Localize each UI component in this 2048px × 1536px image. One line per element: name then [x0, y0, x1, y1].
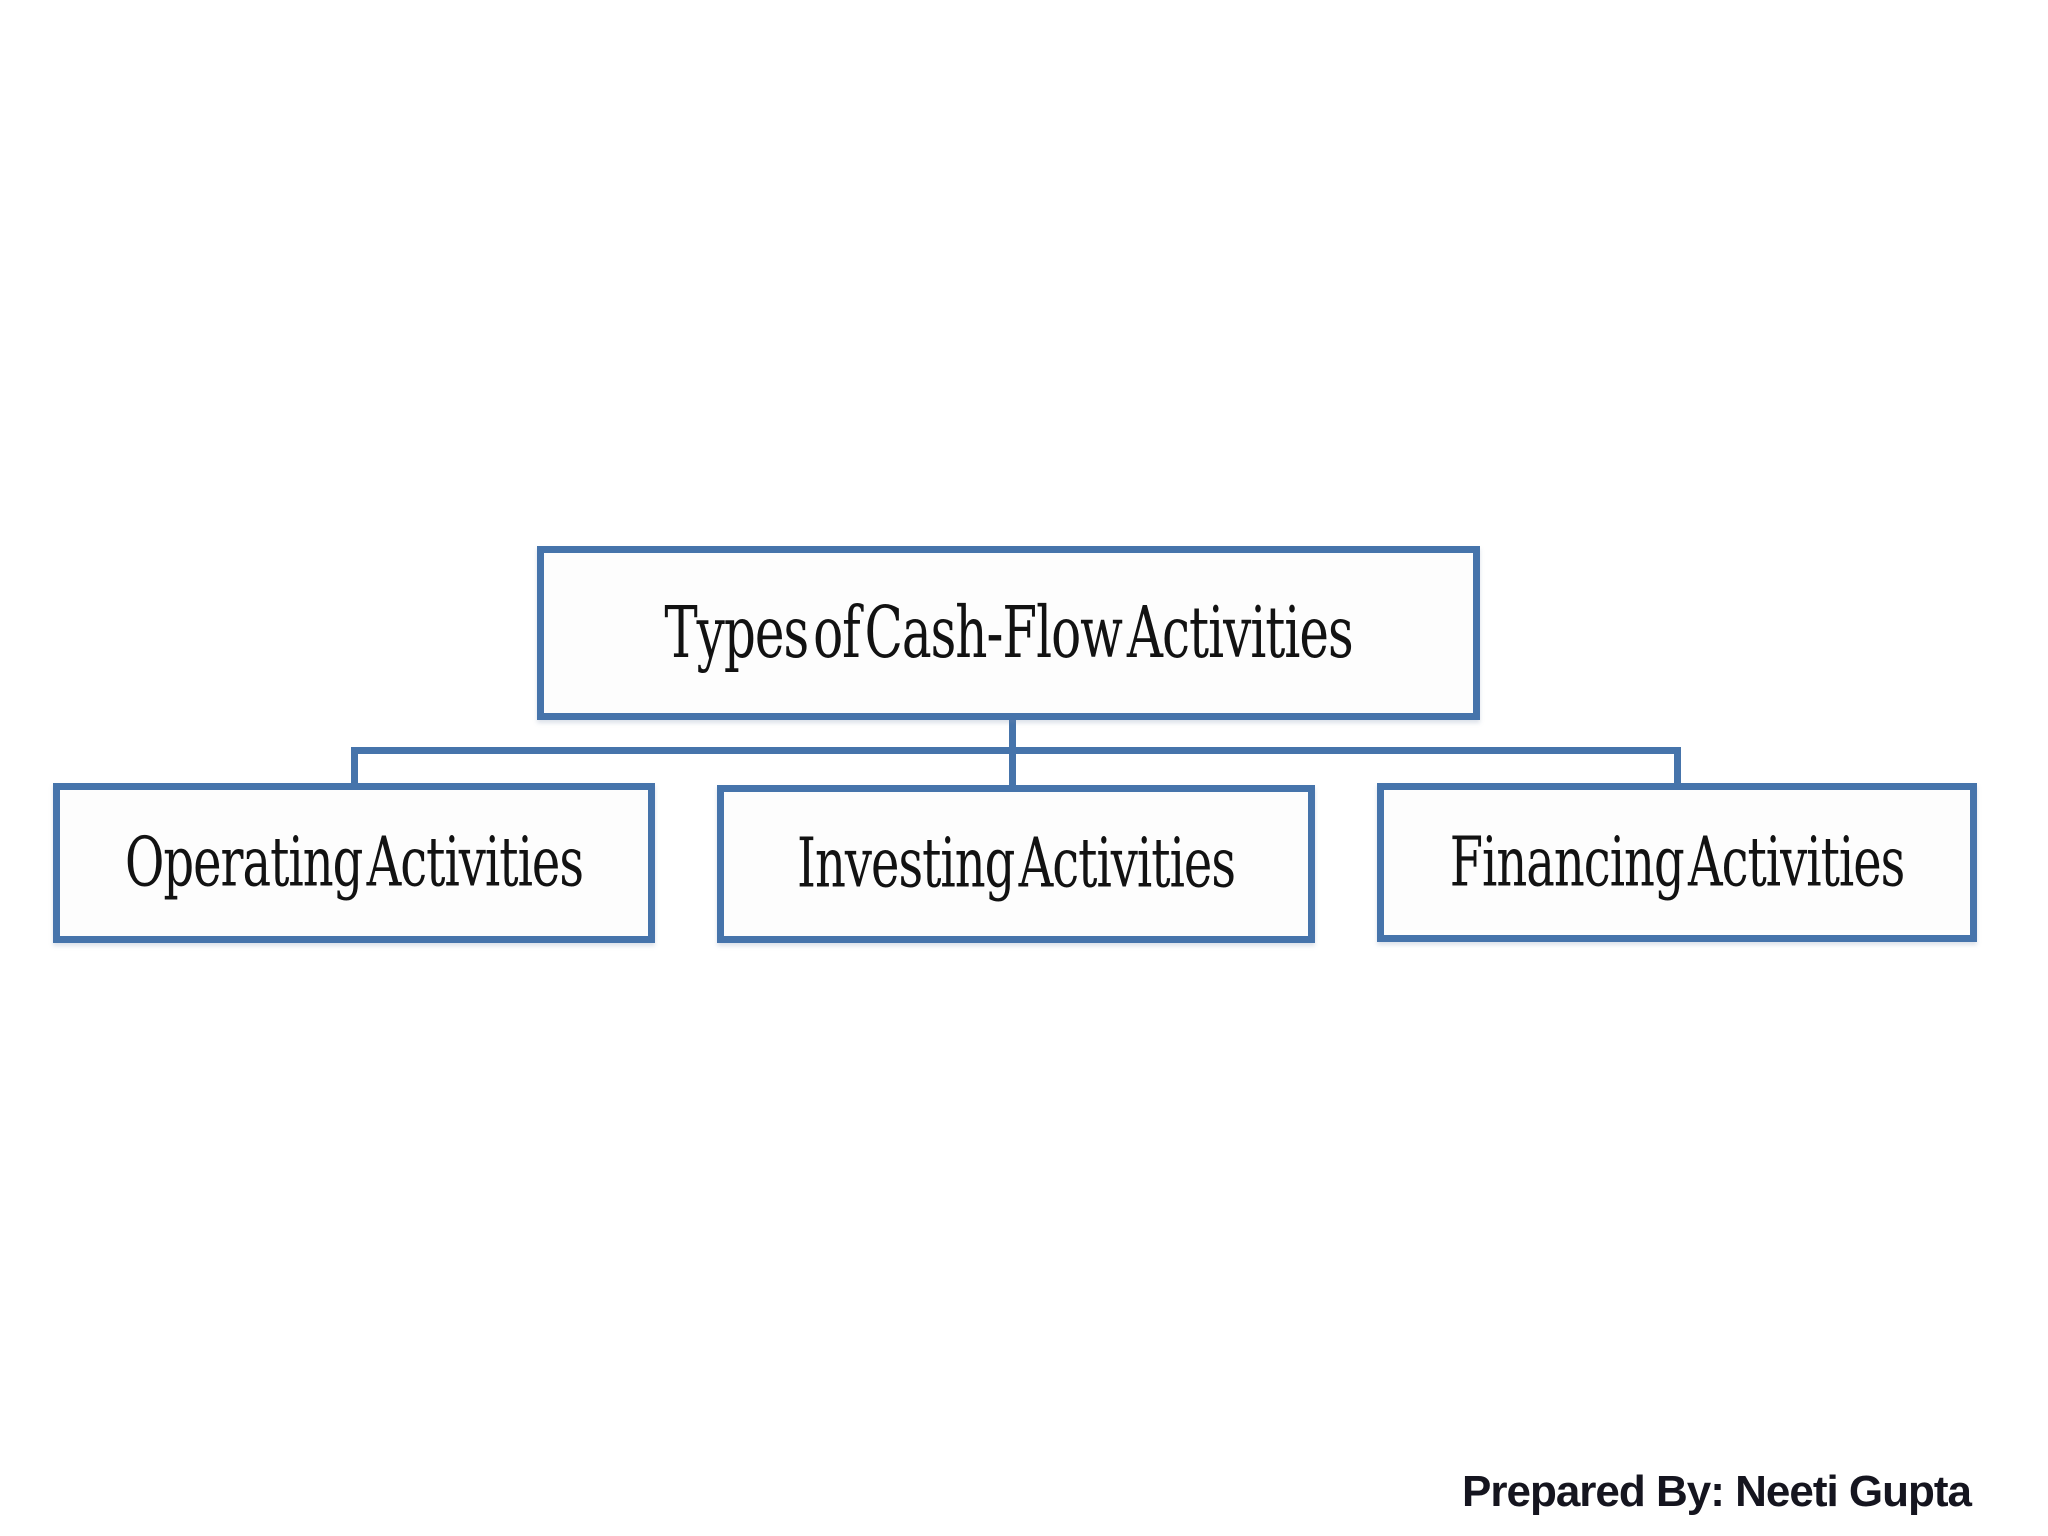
node-label: Operating Activities [125, 823, 584, 903]
node-operating-activities: Operating Activities [53, 783, 655, 943]
connector-horizontal-rail [351, 747, 1681, 754]
prepared-by-credit: Prepared By: Neeti Gupta [1462, 1467, 1972, 1516]
connector-drop-operating [351, 747, 358, 785]
node-label: Types of Cash-Flow Activities [664, 591, 1353, 675]
node-label: Financing Activities [1449, 822, 1906, 903]
node-financing-activities: Financing Activities [1377, 783, 1977, 942]
node-label: Investing Activities [797, 824, 1236, 904]
node-investing-activities: Investing Activities [717, 785, 1315, 943]
connector-drop-financing [1674, 747, 1681, 785]
node-types-of-cash-flow-activities: Types of Cash-Flow Activities [537, 546, 1480, 720]
